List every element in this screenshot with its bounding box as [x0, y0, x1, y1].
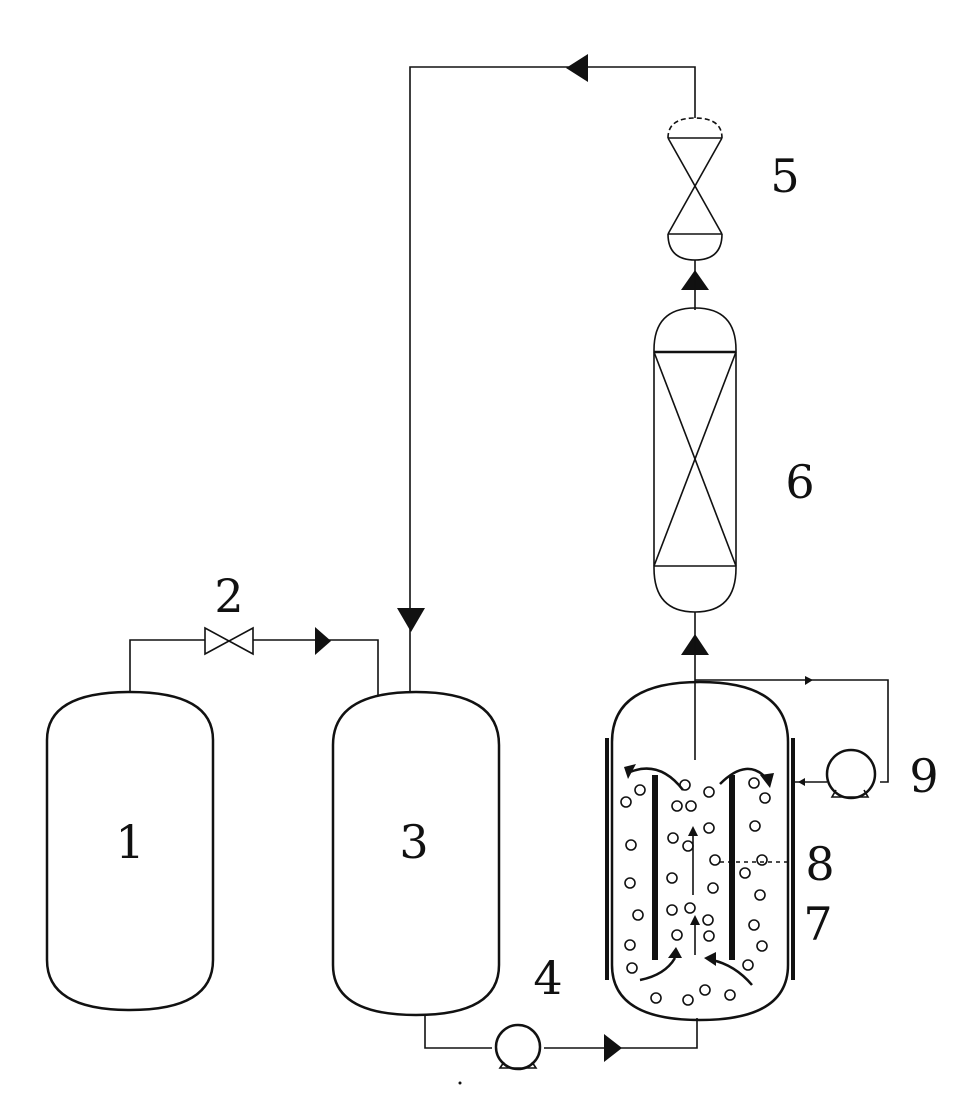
pump-9-loop — [695, 676, 889, 800]
label-7: 7 — [803, 897, 832, 951]
label-3: 3 — [399, 815, 428, 869]
reactor-7 — [605, 680, 795, 1022]
tank-3 — [331, 690, 501, 1017]
label-8: 8 — [805, 837, 834, 891]
flow-arrow-down — [397, 608, 425, 632]
flow-arrow-right — [604, 1034, 622, 1062]
filter-5 — [667, 100, 723, 310]
flow-arrow-right — [805, 676, 813, 685]
stray-dot — [458, 1081, 462, 1085]
tank-1 — [45, 690, 215, 1012]
circulation-arrows-top — [624, 764, 774, 791]
pump-4 — [494, 1023, 542, 1071]
circulation-arrows-bottom — [639, 947, 753, 986]
bubbles — [620, 777, 771, 1006]
pipe-tank3-to-reactor — [424, 1015, 698, 1062]
label-4: 4 — [533, 951, 562, 1005]
flow-arrow-left — [566, 54, 588, 82]
recycle-line — [397, 54, 696, 692]
label-5: 5 — [770, 149, 799, 203]
column-6 — [653, 307, 737, 760]
valve-2 — [204, 626, 254, 656]
label-1: 1 — [115, 815, 144, 869]
flow-arrow-right — [315, 627, 331, 655]
label-6: 6 — [785, 455, 814, 509]
label-2: 2 — [214, 569, 243, 623]
pipe-tank1-to-tank3 — [129, 627, 379, 695]
label-9: 9 — [909, 749, 938, 803]
upflow-arrows — [688, 826, 700, 955]
